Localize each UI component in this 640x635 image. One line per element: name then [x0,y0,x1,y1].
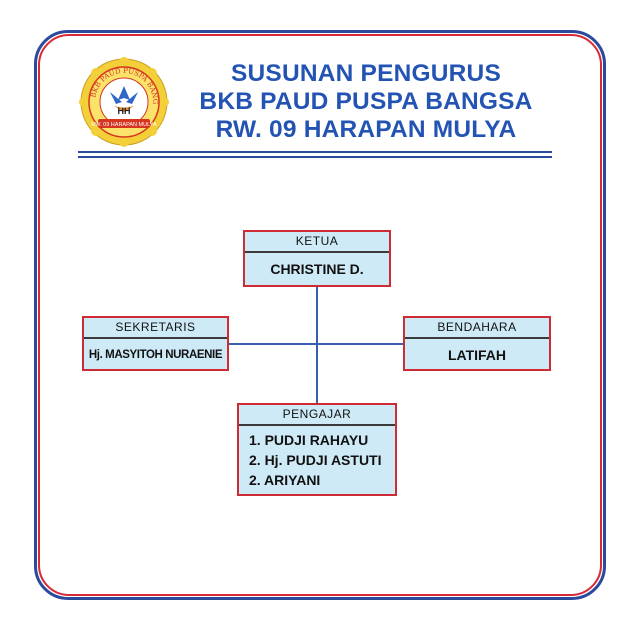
logo-banner-text: RW. 09 HARAPAN MULYA [91,122,157,128]
sekretaris-name: Hj. MASYITOH NURAENIE [88,349,223,361]
ketua-role: KETUA [245,232,389,253]
svg-text:HH: HH [118,106,131,116]
header-divider-top [78,151,552,153]
title-line-1: SUSUNAN PENGURUS [230,60,501,87]
title-line-2: BKB PAUD PUSPA BANGSA [199,88,533,115]
pengajar-role: PENGAJAR [239,405,395,426]
org-box-bendahara: BENDAHARA LATIFAH [403,316,551,371]
ketua-name: CHRISTINE D. [270,261,364,277]
pengajar-member-list: 1. PUDJI RAHAYU 2. Hj. PUDJI ASTUTI 2. A… [239,426,395,490]
outer-frame-border [34,30,606,600]
bendahara-role: BENDAHARA [405,318,549,339]
title-line-3: RW. 09 HARAPAN MULYA [215,116,517,143]
bendahara-name: LATIFAH [447,347,507,363]
inner-frame-border [38,34,602,596]
org-box-ketua: KETUA CHRISTINE D. [243,230,391,287]
pengajar-member-3: 2. ARIYANI [249,472,321,488]
header-divider-bottom [78,156,552,158]
pengajar-member-1: 1. PUDJI RAHAYU [249,432,369,448]
sekretaris-role: SEKRETARIS [84,318,227,339]
flower-emblem-logo: BKB PAUD PUSPA BANGSA HH RW. 09 HARAPAN … [78,56,169,147]
header-title-block: SUSUNAN PENGURUS BKB PAUD PUSPA BANGSA R… [176,60,556,144]
org-box-pengajar: PENGAJAR 1. PUDJI RAHAYU 2. Hj. PUDJI AS… [237,403,397,496]
org-box-sekretaris: SEKRETARIS Hj. MASYITOH NURAENIE [82,316,229,371]
pengajar-member-2: 2. Hj. PUDJI ASTUTI [249,452,382,468]
